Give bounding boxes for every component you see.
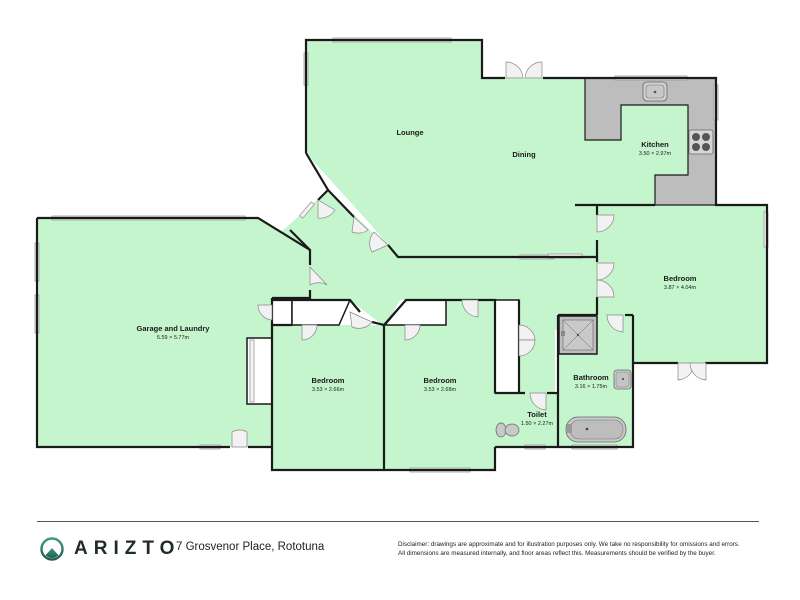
- door-bedroom2: [349, 311, 373, 329]
- cupboard-hall-1: [271, 299, 293, 326]
- toilet-icon: [495, 422, 520, 438]
- walls: [35, 38, 769, 472]
- bedroom2-floor: [272, 325, 384, 470]
- room-dim-bathroom: 3.16 × 1.75m: [575, 384, 608, 390]
- room-label-garage: Garage and Laundry: [137, 324, 211, 333]
- door-french-lounge: [524, 61, 543, 79]
- room-label-bedroom3: Bedroom: [424, 376, 457, 385]
- door-bed3-wardrobe: [404, 324, 421, 341]
- door-lounge-double: [351, 216, 369, 234]
- room-label-dining: Dining: [512, 150, 536, 159]
- basin-icon: [613, 369, 632, 390]
- cupboard-bed2: [291, 299, 352, 326]
- room-dim-garage: 5.59 × 5.77m: [157, 335, 190, 341]
- garage-floor: [37, 218, 310, 447]
- door-hall-cupboard: [257, 304, 273, 321]
- room-dim-bedroom2: 3.53 × 2.66m: [312, 387, 345, 393]
- hallway-floor: [280, 190, 597, 395]
- floor-plan: Lounge Dining Kitchen 3.50 × 2.97m Bedro…: [34, 37, 769, 473]
- doors: [231, 61, 707, 448]
- door-lounge-double: [369, 231, 389, 253]
- shower-icon: [558, 315, 598, 355]
- door-toilet: [529, 392, 547, 411]
- door-linen-2: [518, 339, 536, 357]
- mountain-circle-icon: [40, 537, 64, 561]
- sink-icon: [642, 81, 668, 102]
- cooktop-icon: [688, 129, 714, 155]
- bathtub-icon: [565, 416, 627, 443]
- room-label-kitchen: Kitchen: [641, 140, 669, 149]
- window: [299, 201, 315, 219]
- property-address: 7 Grosvenor Place, Rototuna: [176, 541, 325, 553]
- room-label-toilet: Toilet: [527, 410, 547, 419]
- door-bedroom3: [461, 299, 479, 318]
- door-hall-lounge: [317, 199, 336, 219]
- door-french-bedroom: [689, 362, 707, 381]
- kitchen-floor: [597, 105, 688, 205]
- room-dim-bedroom3: 3.53 × 2.68m: [424, 387, 457, 393]
- room-label-bathroom: Bathroom: [573, 373, 609, 382]
- window: [249, 339, 255, 403]
- door-french-lounge: [505, 61, 524, 79]
- door-garage-ext: [231, 429, 248, 448]
- disclaimer-line-2: All dimensions are measured internally, …: [398, 549, 716, 557]
- room-dim-master-bedroom: 3.87 × 4.04m: [664, 285, 697, 291]
- toilet-floor: [495, 393, 558, 447]
- room-label-master-bedroom: Bedroom: [664, 274, 697, 283]
- lounge-dining-floor: [306, 40, 655, 257]
- room-label-bedroom2: Bedroom: [312, 376, 345, 385]
- room-label-lounge: Lounge: [396, 128, 423, 137]
- door-bed2-wardrobe: [301, 324, 318, 341]
- room-dim-kitchen: 3.50 × 2.97m: [639, 151, 672, 157]
- linen-cupboard: [494, 299, 520, 394]
- bedroom3-floor: [384, 300, 495, 470]
- room-labels: Lounge Dining Kitchen 3.50 × 2.97m Bedro…: [137, 128, 697, 427]
- disclaimer: Disclaimer: drawings are approximate and…: [398, 541, 768, 558]
- door-bedroom-3: [596, 279, 615, 298]
- disclaimer-line-1: Disclaimer: drawings are approximate and…: [398, 541, 740, 548]
- brand-logo: ARIZTO: [40, 537, 180, 561]
- door-garage-hall: [309, 266, 328, 286]
- footer-divider: [37, 521, 759, 522]
- room-dim-toilet: 1.50 × 2.27m: [521, 421, 554, 427]
- door-bedroom-1: [596, 214, 615, 233]
- door-bathroom: [606, 314, 624, 333]
- brand-name: ARIZTO: [74, 538, 181, 559]
